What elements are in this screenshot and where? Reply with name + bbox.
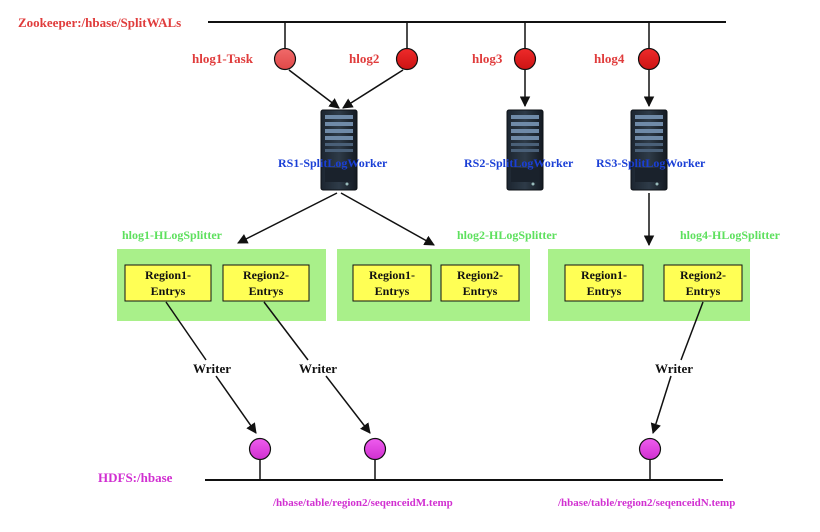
rs2-server-icon: [506, 109, 544, 191]
rs1-worker-label: RS1-SplitLogWorker: [278, 156, 388, 170]
splitter3-region1-line2: Entrys: [587, 284, 622, 298]
writer2-label: Writer: [299, 361, 337, 376]
writer3-label: Writer: [655, 361, 693, 376]
rs1-server-icon: [320, 109, 358, 191]
hlog1-splitter-label: hlog1-HLogSplitter: [122, 228, 223, 242]
hlog2-splitter-label: hlog2-HLogSplitter: [457, 228, 558, 242]
splitter2-region1-line1: Region1-: [369, 268, 415, 282]
hdfs-label: HDFS:/hbase: [98, 470, 173, 485]
splitter2-region2-line2: Entrys: [463, 284, 498, 298]
splitter1-region1-box: [124, 264, 212, 302]
arrow-rs1-to-hlog1-splitter: [237, 192, 338, 244]
splitter1-region2-line1: Region2-: [243, 268, 289, 282]
hdfs-path-n: /hbase/table/region2/seqenceidN.temp: [557, 497, 735, 509]
writer1-line-lower: [215, 375, 257, 434]
hlog1-label: hlog1-Task: [192, 51, 254, 66]
hlog2-node: [395, 47, 419, 71]
splitter1-region1-line2: Entrys: [151, 284, 186, 298]
arrow-hlog2-to-rs1: [342, 69, 404, 109]
splitter1-region1-line1: Region1-: [145, 268, 191, 282]
writer1-line-upper: [165, 301, 207, 361]
rs3-worker-label: RS3-SplitLogWorker: [596, 156, 706, 170]
writer2-line-upper: [263, 301, 309, 361]
rs3-server-icon: [630, 109, 668, 191]
splitter3-region2-line1: Region2-: [680, 268, 726, 282]
hdfs-file-node-3: [638, 437, 662, 461]
hdfs-file-node-1: [248, 437, 272, 461]
hdfs-file-node-2: [363, 437, 387, 461]
rs2-worker-label: RS2-SplitLogWorker: [464, 156, 574, 170]
writer2-line-lower: [325, 375, 371, 434]
hlog3-label: hlog3: [472, 51, 503, 66]
hlog4-label: hlog4: [594, 51, 625, 66]
splitter3-region1-line1: Region1-: [581, 268, 627, 282]
writer3-line-lower: [650, 375, 672, 435]
arrow-hlog1-to-rs1: [288, 69, 340, 109]
hlog4-node: [637, 47, 661, 71]
hlog1-task-node: [273, 47, 297, 71]
hdfs-path-m: /hbase/table/region2/seqenceidM.temp: [272, 497, 453, 509]
splitter2-region2-line1: Region2-: [457, 268, 503, 282]
splitter3-region1-box: [564, 264, 644, 302]
splitter2-region1-line2: Entrys: [375, 284, 410, 298]
zookeeper-label: Zookeeper:/hbase/SplitWALs: [18, 15, 181, 30]
splitter3-region2-box: [663, 264, 743, 302]
hlog4-splitter-label: hlog4-HLogSplitter: [680, 228, 781, 242]
splitter1-region2-box: [222, 264, 310, 302]
writer3-line-upper: [680, 301, 704, 361]
hlog2-label: hlog2: [349, 51, 379, 66]
writer1-label: Writer: [193, 361, 231, 376]
splitter2-region1-box: [352, 264, 432, 302]
splitter2-region2-box: [440, 264, 520, 302]
hlog3-node: [513, 47, 537, 71]
arrow-rs1-to-hlog2-splitter: [340, 192, 435, 246]
splitter1-region2-line2: Entrys: [249, 284, 284, 298]
splitter3-region2-line2: Entrys: [686, 284, 721, 298]
